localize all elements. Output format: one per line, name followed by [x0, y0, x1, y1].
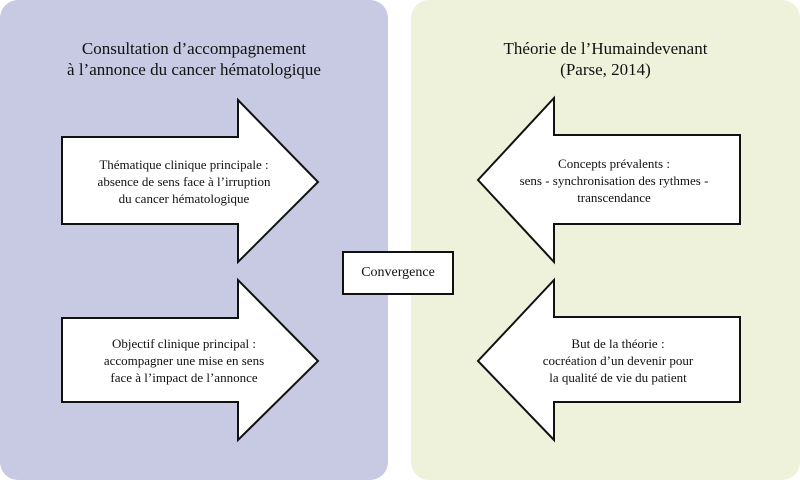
right-title-line-1: Théorie de l’Humaindevenant	[503, 39, 708, 58]
left-arrow-1	[61, 97, 320, 265]
left-arrow-1-line-3: du cancer hématologique	[118, 191, 250, 206]
right-arrow-1-text: Concepts prévalents : sens - synchronisa…	[492, 155, 736, 206]
left-title-line-1: Consultation d’accompagnement	[81, 39, 307, 58]
right-arrow-2-text: But de la théorie : cocréation d’un deve…	[500, 335, 736, 386]
left-arrow-2-line-1: Objectif clinique principal :	[111, 336, 257, 351]
right-arrow-2-line-2: cocréation d’un devenir pour	[542, 353, 694, 368]
left-arrow-1-text: Thématique clinique principale : absence…	[66, 156, 302, 207]
right-title-line-2: (Parse, 2014)	[560, 60, 651, 79]
convergence-box: Convergence	[342, 251, 454, 295]
right-arrow-2	[476, 277, 741, 443]
right-arrow-1-line-3: transcendance	[577, 190, 651, 205]
left-arrow-1-line-1: Thématique clinique principale :	[99, 157, 269, 172]
right-arrow-2-line-1: But de la théorie :	[571, 336, 665, 351]
right-panel-title: Théorie de l’Humaindevenant (Parse, 2014…	[411, 38, 800, 80]
right-arrow-1-line-2: sens - synchronisation des rythmes -	[519, 173, 709, 188]
convergence-label: Convergence	[361, 265, 435, 280]
right-arrow-1	[476, 95, 741, 265]
left-panel-title: Consultation d’accompagnement à l’annonc…	[0, 38, 388, 80]
right-arrow-1-line-1: Concepts prévalents :	[558, 156, 670, 171]
left-arrow-2-line-2: accompagner une mise en sens	[103, 353, 265, 368]
left-arrow-1-line-2: absence de sens face à l’irruption	[97, 174, 271, 189]
left-arrow-2-line-3: face à l’impact de l’annonce	[110, 370, 258, 385]
left-title-line-2: à l’annonce du cancer hématologique	[67, 60, 321, 79]
left-arrow-2-text: Objectif clinique principal : accompagne…	[66, 335, 302, 386]
right-arrow-2-line-3: la qualité de vie du patient	[549, 370, 687, 385]
left-arrow-2	[61, 277, 320, 443]
